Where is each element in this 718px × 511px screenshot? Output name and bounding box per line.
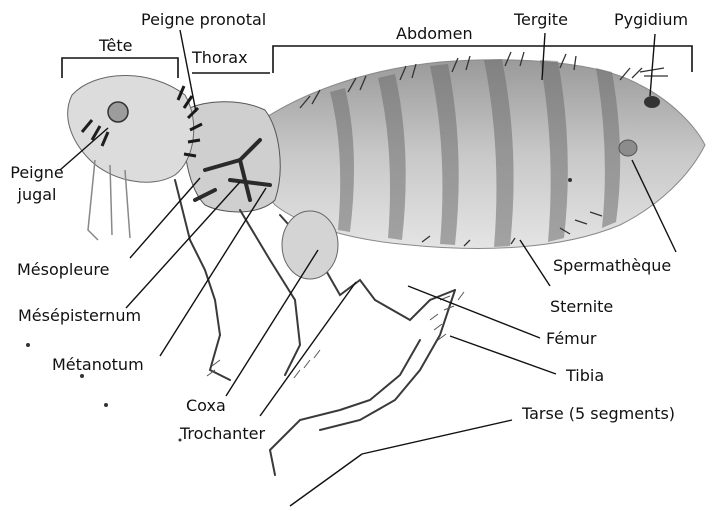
label-abdomen: Abdomen [396,26,473,42]
mesepisternum-line [126,182,240,308]
pygidium-plate [644,96,660,108]
label-spermatheque: Spermathèque [553,258,671,274]
label-pygidium: Pygidium [614,12,688,28]
label-mesepisternum: Mésépisternum [18,308,141,324]
pygidium-line [650,34,655,96]
femur-line [408,286,540,338]
trochanter-line [260,282,356,416]
label-coxa: Coxa [186,398,226,414]
label-tibia: Tibia [566,368,604,384]
label-metanotum: Métanotum [52,357,144,373]
label-mesopleure: Mésopleure [17,262,109,278]
label-peigne-jugal-line1: Peigne [6,165,68,181]
label-thorax: Thorax [192,50,248,66]
tarse-line-a [362,420,512,454]
metanotum-line [160,188,266,356]
tibia-line [450,336,556,374]
eye [108,102,128,122]
sternite-line [520,240,550,286]
spermatheque-organ [619,140,637,156]
label-femur: Fémur [546,331,596,347]
label-peigne-jugal: Peigne jugal [6,165,68,203]
label-peigne-jugal-line2: jugal [6,187,68,203]
coxa-line [226,250,318,396]
label-tergite: Tergite [514,12,568,28]
label-peigne-pronotal: Peigne pronotal [141,12,266,28]
head-body [68,75,194,182]
label-trochanter: Trochanter [180,426,265,442]
tete-bracket [62,58,178,78]
mesopleure-line [130,178,200,258]
label-sternite: Sternite [550,299,613,315]
thorax-body [184,102,281,212]
label-tarse: Tarse (5 segments) [522,406,675,422]
hind-coxa [282,211,338,279]
tarse-line-b [290,454,362,506]
label-tete: Tête [99,38,132,54]
